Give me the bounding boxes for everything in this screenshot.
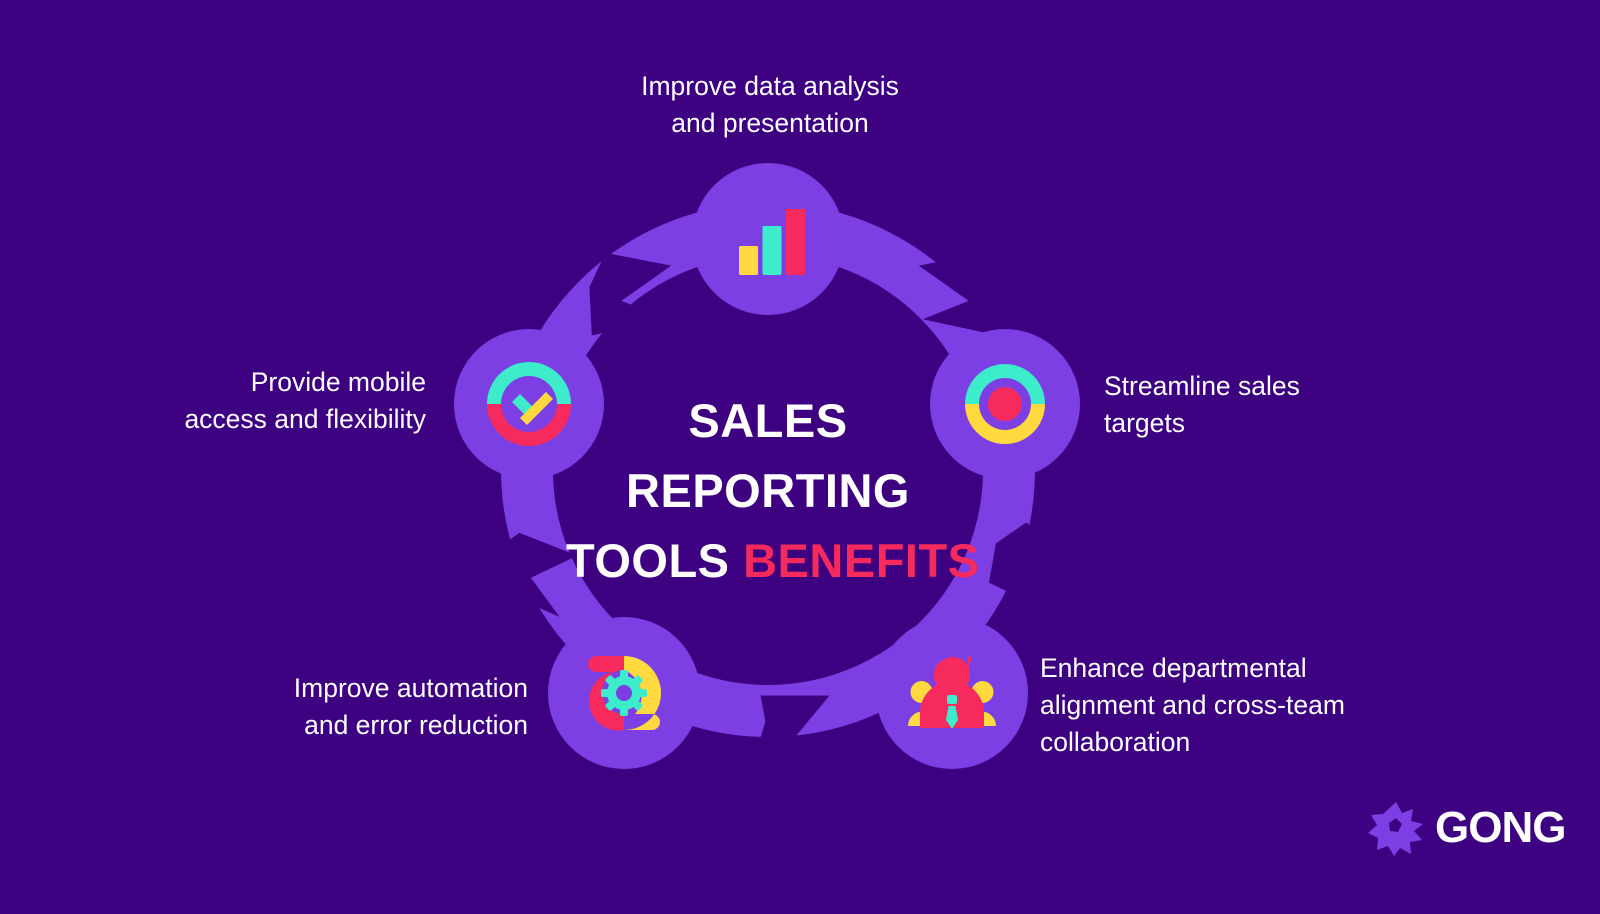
checkmark-circle-icon xyxy=(487,362,571,446)
target-icon xyxy=(965,364,1045,444)
center-title-line-1: SALES xyxy=(688,394,848,447)
gong-wordmark: GONG xyxy=(1435,803,1566,852)
node-automation[interactable] xyxy=(548,617,700,769)
label-line: alignment and cross-team xyxy=(1040,690,1345,720)
center-title-benefits: BENEFITS xyxy=(743,534,980,587)
center-title: SALES REPORTING TOOLS BENEFITS xyxy=(566,386,979,596)
bar-chart-icon xyxy=(739,209,805,275)
gong-starburst-icon xyxy=(1368,802,1423,856)
node-team-collaboration[interactable] xyxy=(876,617,1028,769)
gong-logo[interactable]: GONG xyxy=(1368,800,1566,856)
label-mobile-access: Provide mobile access and flexibility xyxy=(40,364,426,438)
label-line: Streamline sales xyxy=(1104,371,1300,401)
label-sales-targets: Streamline sales targets xyxy=(1104,368,1504,442)
label-line: and presentation xyxy=(671,108,869,138)
node-sales-targets[interactable] xyxy=(930,329,1080,479)
team-icon xyxy=(908,656,996,729)
label-line: and error reduction xyxy=(304,710,528,740)
center-title-line-3: TOOLS BENEFITS xyxy=(566,526,979,596)
center-title-line-2: REPORTING xyxy=(626,464,910,517)
label-line: targets xyxy=(1104,408,1186,438)
label-data-analysis: Improve data analysis and presentation xyxy=(520,68,1020,142)
label-team-collaboration: Enhance departmental alignment and cross… xyxy=(1040,650,1460,761)
label-line: access and flexibility xyxy=(184,404,426,434)
label-line: collaboration xyxy=(1040,727,1191,757)
node-mobile-access[interactable] xyxy=(454,329,604,479)
automation-gear-icon xyxy=(588,656,661,731)
center-title-tools: TOOLS xyxy=(566,534,730,587)
label-line: Provide mobile xyxy=(250,367,426,397)
label-automation: Improve automation and error reduction xyxy=(120,670,528,744)
label-line: Improve automation xyxy=(293,673,528,703)
label-line: Improve data analysis xyxy=(641,71,899,101)
label-line: Enhance departmental xyxy=(1040,653,1307,683)
node-data-analysis[interactable] xyxy=(692,163,844,315)
